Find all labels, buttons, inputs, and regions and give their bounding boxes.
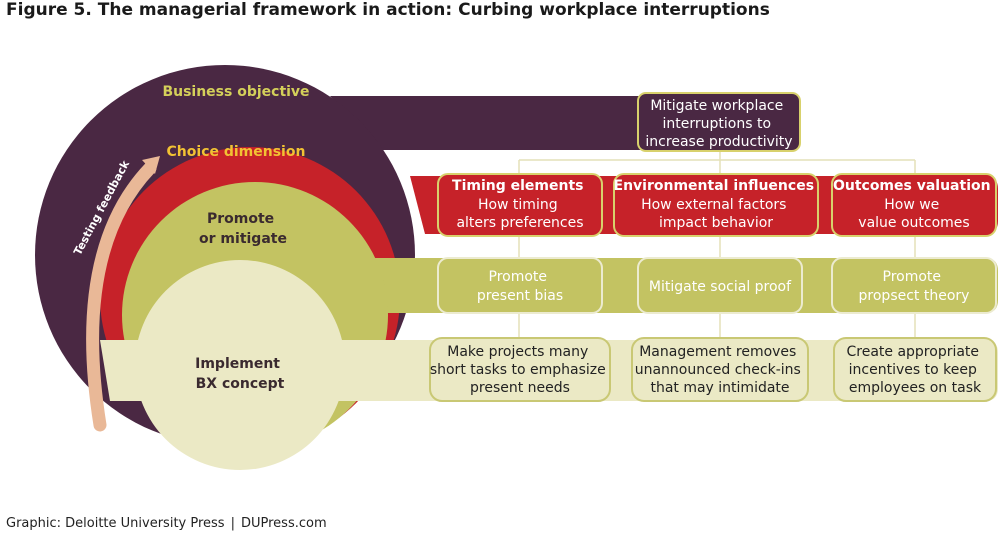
connector-lines [518, 150, 916, 338]
svg-text:Mitigate social proof: Mitigate social proof [649, 279, 792, 295]
choice-box-timing: Timing elements How timing alters prefer… [437, 173, 603, 237]
level-label-choice-dimension: Choice dimension [167, 144, 306, 160]
credit-separator: | [230, 516, 235, 531]
feedback-arrow-head [142, 156, 160, 174]
credit-site: DUPress.com [240, 516, 327, 531]
implement-circle [135, 260, 345, 470]
figure-title: Figure 5. The managerial framework in ac… [6, 0, 770, 20]
level-label-business-objective: Business objective [162, 84, 309, 100]
feedback-arrow [86, 161, 157, 432]
choice-box-outcomes: Outcomes valuation How we value outcomes [831, 173, 997, 237]
svg-text:Create appropriate incen: Create appropriate incentives to keep em… [846, 344, 983, 396]
promote-box-prospect-theory: Promote propsect theory [831, 257, 997, 314]
objective-box-text: Mitigate workplace interruptions to incr… [645, 98, 792, 150]
svg-text:Make projects many short: Make projects many short tasks to emphas… [430, 344, 610, 396]
implement-box-incentives: Create appropriate incentives to keep em… [833, 337, 997, 402]
credit-source: Graphic: Deloitte University Press [6, 516, 225, 531]
credit-line: Graphic: Deloitte University Press | DUPre… [6, 516, 327, 531]
level-label-implement: Implement BX concept [195, 356, 285, 392]
svg-text:Promote propsect theory: Promote propsect theory [859, 269, 970, 304]
promote-box-present-bias: Promote present bias [437, 257, 603, 314]
choice-box-environmental: Environmental influences How external fa… [613, 173, 819, 237]
promote-box-social-proof: Mitigate social proof [637, 257, 803, 314]
svg-text:Timing elements How timi: Timing elements How timing alters prefer… [452, 178, 588, 231]
svg-text:Environmental influences: Environmental influences How external fa… [614, 178, 819, 231]
implement-box-short-tasks: Make projects many short tasks to emphas… [429, 337, 611, 402]
business-objective-band [330, 96, 645, 150]
objective-box [637, 92, 801, 152]
level-label-promote-mitigate: Promote or mitigate [199, 211, 287, 247]
implement-box-check-ins: Management removes unannounced check-ins… [631, 337, 809, 402]
svg-text:Management removes unann: Management removes unannounced check-ins… [635, 344, 806, 396]
svg-text:Outcomes valuation How w: Outcomes valuation How we value outcomes [833, 178, 995, 231]
svg-text:Promote present bias: Promote present bias [477, 269, 563, 304]
